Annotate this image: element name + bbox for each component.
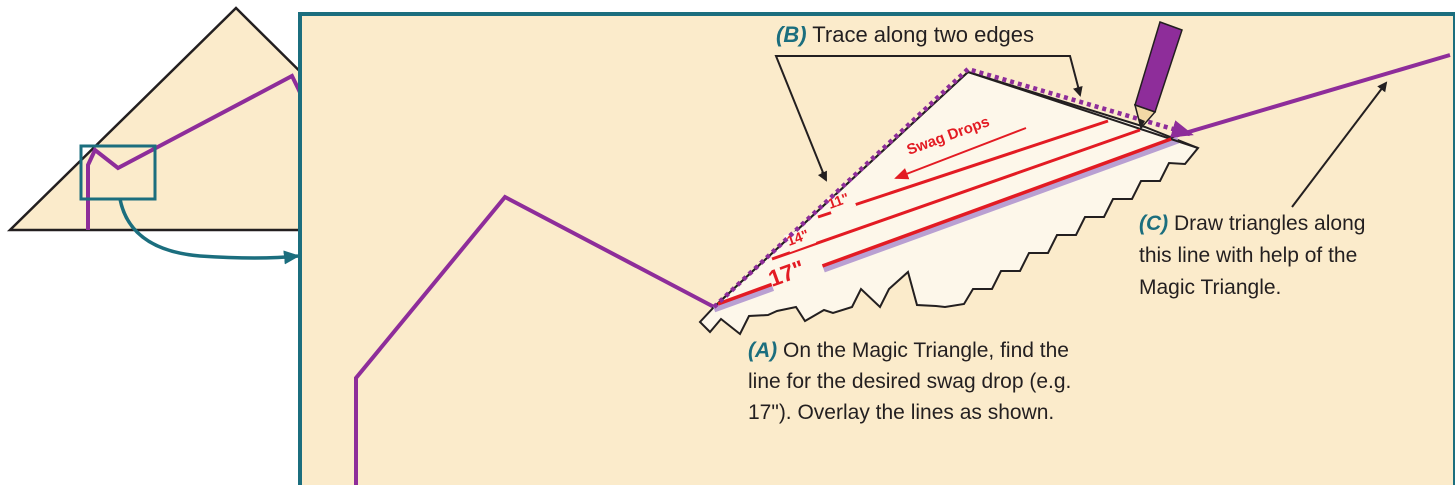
pencil-icon xyxy=(1133,21,1183,130)
svg-text:(B) Trace along two edges: (B) Trace along two edges xyxy=(776,22,1034,47)
step-c-letter: (C) xyxy=(1139,212,1168,235)
step-b-letter: (B) xyxy=(776,22,807,47)
step-a-line-1: On the Magic Triangle, find the xyxy=(777,339,1069,362)
step-b-bracket xyxy=(774,55,1081,181)
step-c-line-2: this line with help of the xyxy=(1139,244,1357,267)
step-c-label: (C) Draw triangles along this line with … xyxy=(1139,81,1388,299)
zoom-arrow-icon xyxy=(118,198,300,265)
main-panel: Swag Drops 11" 14" 17" xyxy=(298,12,1455,485)
step-a-label: (A) On the Magic Triangle, find the line… xyxy=(748,339,1077,424)
step-a-letter: (A) xyxy=(748,339,777,362)
svg-text:(A) On the Magic Triangle, fin: (A) On the Magic Triangle, find the line… xyxy=(748,339,1077,424)
step-a-line-2: line for the desired swag drop (e.g. xyxy=(748,370,1071,393)
magic-triangle: Swag Drops 11" 14" 17" xyxy=(698,70,1200,336)
swag-drops-arrow xyxy=(894,127,1027,180)
swag-line xyxy=(354,53,1451,485)
svg-text:(C) Draw triangles along: (C) Draw triangles along this line with … xyxy=(1139,212,1371,299)
step-c-line-1: Draw triangles along xyxy=(1168,212,1365,235)
drop-line-14 xyxy=(771,128,1141,261)
step-c-arrow xyxy=(1291,81,1388,208)
step-b-text: Trace along two edges xyxy=(807,22,1034,47)
drop-line-11 xyxy=(817,119,1109,219)
step-a-line-3: 17"). Overlay the lines as shown. xyxy=(748,401,1054,424)
step-c-line-3: Magic Triangle. xyxy=(1139,276,1281,299)
zoom-box xyxy=(79,144,157,201)
step-b-label: (B) Trace along two edges xyxy=(774,22,1083,182)
